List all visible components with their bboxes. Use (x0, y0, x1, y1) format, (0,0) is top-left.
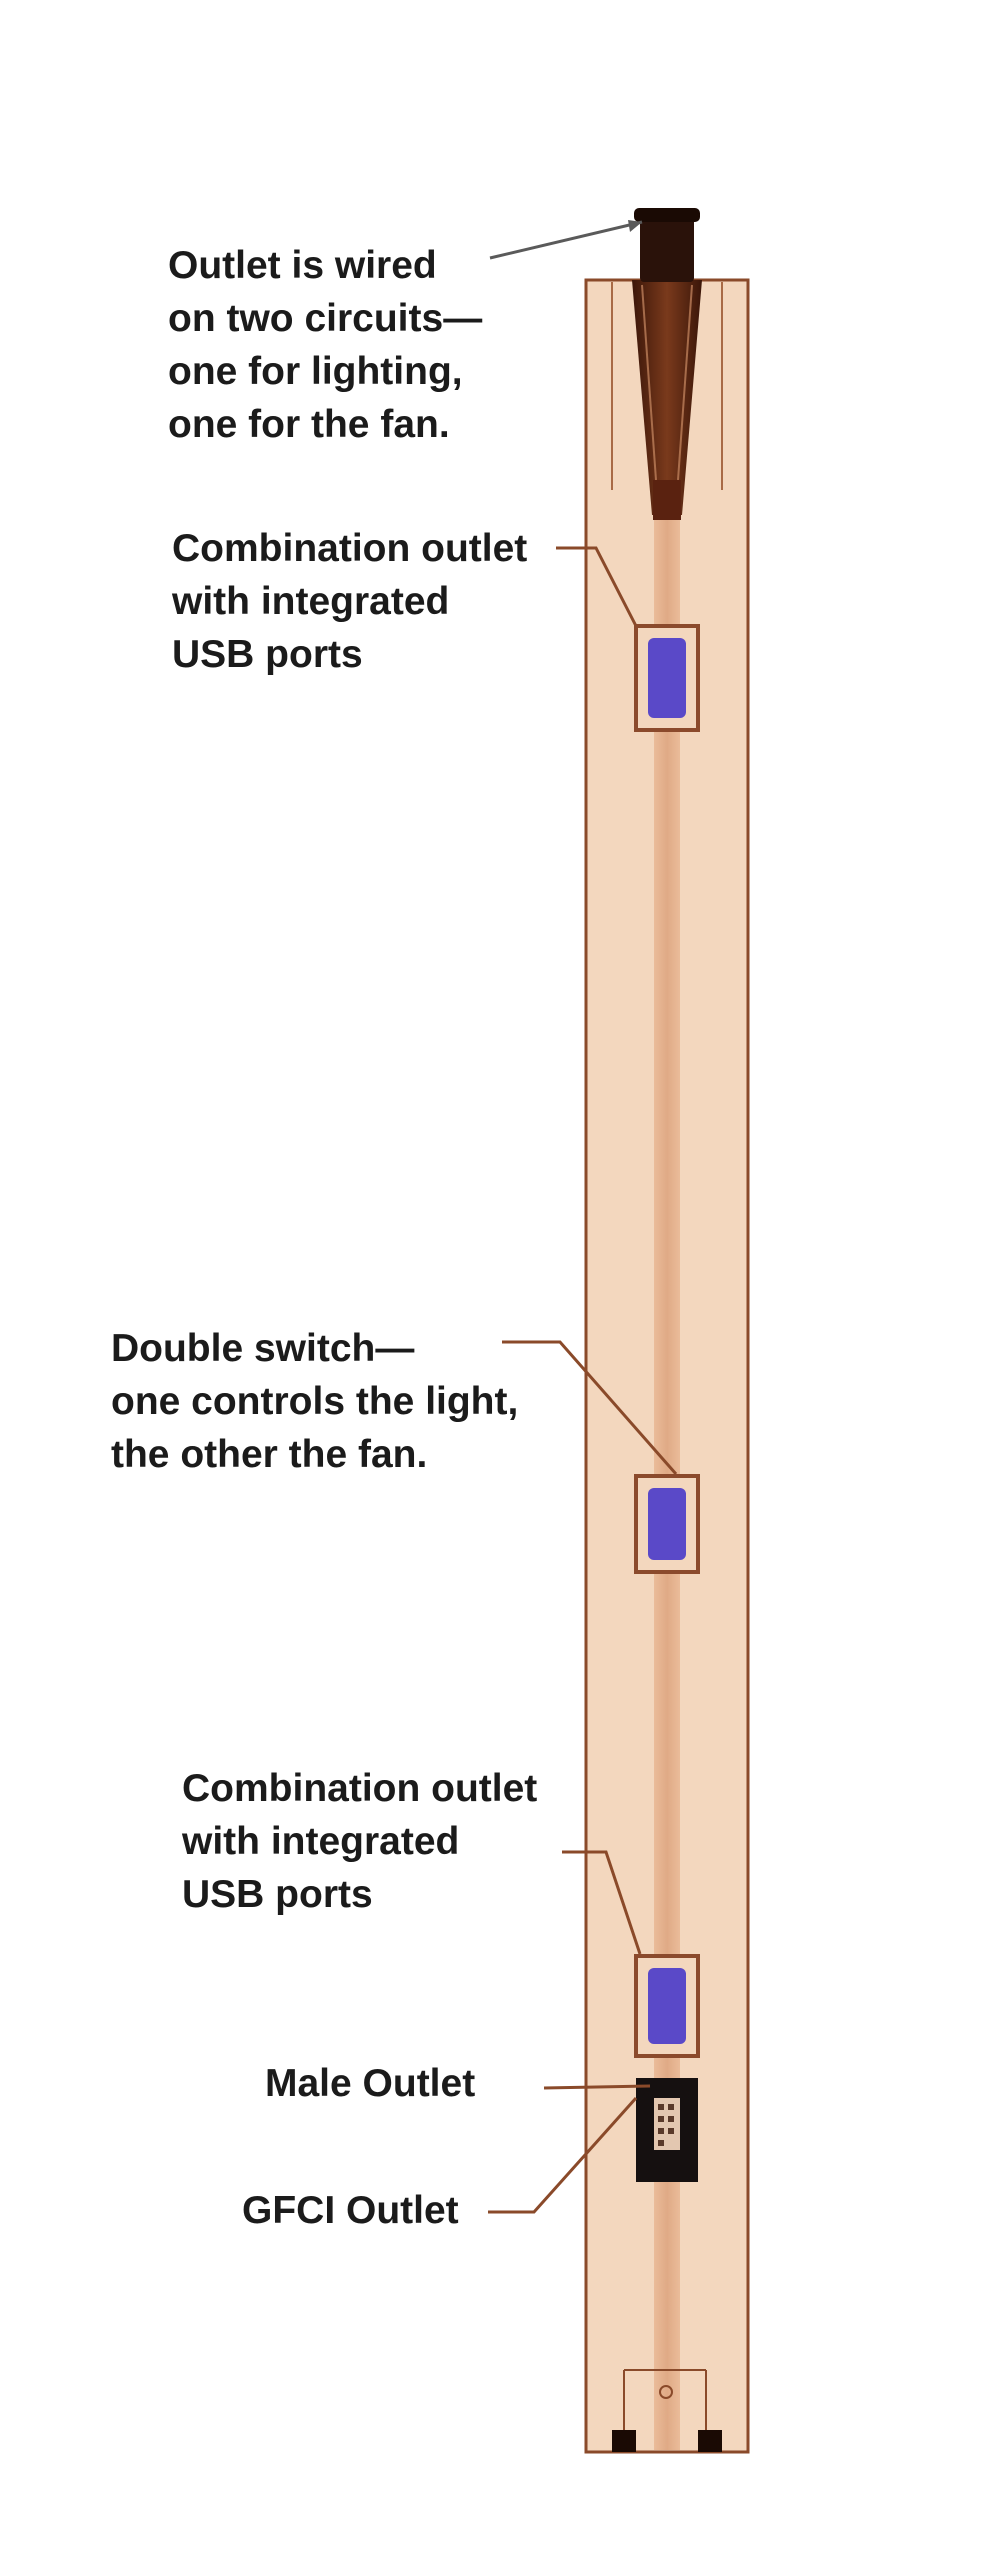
plug-head (640, 216, 694, 282)
callout-double-switch: Double switch— one controls the light, t… (111, 1322, 518, 1481)
base-bolt (659, 2385, 673, 2399)
callout-gfci-outlet: GFCI Outlet (242, 2186, 459, 2236)
leader-male-outlet (543, 2084, 651, 2090)
cord-end (653, 480, 681, 520)
callout-combo-top-line-2: with integrated (172, 580, 450, 623)
combo-outlet-bottom-receptacle (648, 1968, 686, 2044)
leader-combo-bottom (562, 1850, 642, 1955)
callout-double-switch-line-1: Double switch— (111, 1327, 415, 1370)
callout-circuits-line-4: one for the fan. (168, 403, 450, 446)
callout-combo-top-line-3: USB ports (172, 633, 363, 676)
foot-left (612, 2430, 636, 2452)
callout-combo-bottom: Combination outlet with integrated USB p… (182, 1762, 537, 1921)
callout-combo-bottom-line-3: USB ports (182, 1873, 373, 1916)
callout-circuits-line-1: Outlet is wired (168, 244, 437, 287)
foot-right (698, 2430, 722, 2452)
leader-gfci-outlet (488, 2096, 638, 2214)
callout-combo-bottom-line-1: Combination outlet (182, 1767, 538, 1810)
callout-male-outlet: Male Outlet (265, 2059, 475, 2109)
callout-double-switch-line-2: one controls the light, (111, 1380, 519, 1423)
callout-gfci-outlet-text: GFCI Outlet (242, 2189, 459, 2232)
leader-double-switch (502, 1340, 678, 1475)
callout-combo-bottom-line-2: with integrated (182, 1820, 460, 1863)
callout-double-switch-line-3: the other the fan. (111, 1433, 428, 1476)
callout-circuits-line-2: on two circuits— (168, 297, 483, 340)
callout-combo-top-line-1: Combination outlet (172, 527, 528, 570)
callout-circuits: Outlet is wired on two circuits— one for… (168, 239, 482, 451)
leader-circuits (489, 220, 643, 260)
double-switch-plate (648, 1488, 686, 1560)
callout-circuits-line-3: one for lighting, (168, 350, 463, 393)
callout-male-outlet-text: Male Outlet (265, 2062, 476, 2105)
plug-cap (634, 208, 700, 222)
gfci-outlet-face (654, 2098, 680, 2150)
cord-sleeve (632, 280, 702, 515)
leader-combo-top (556, 546, 638, 627)
combo-outlet-top-receptacle (648, 638, 686, 718)
callout-combo-top: Combination outlet with integrated USB p… (172, 522, 527, 681)
leader-lines (488, 220, 678, 2214)
